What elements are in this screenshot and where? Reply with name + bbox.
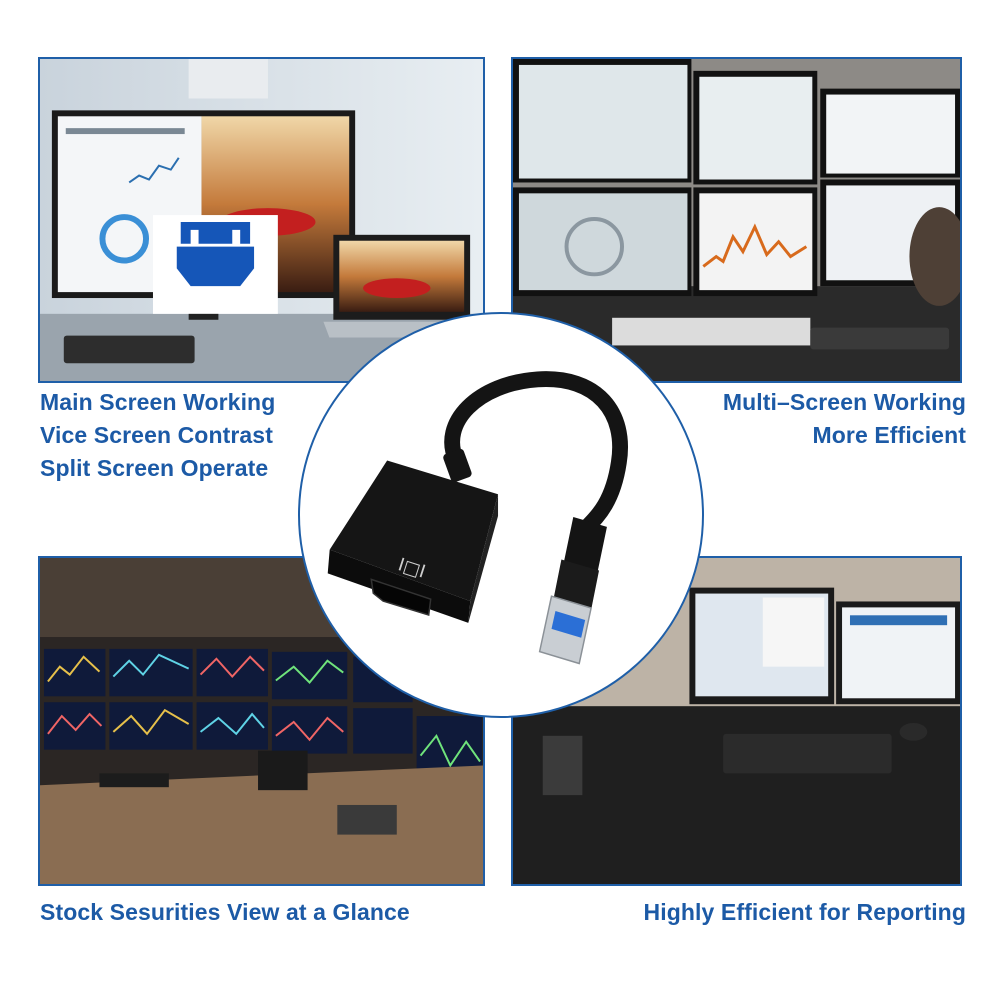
main-screen-illustration [40, 59, 483, 381]
chart-on-screen [702, 223, 808, 268]
hard-drive [542, 735, 583, 796]
usb-hdmi-adapter: I□I [327, 371, 628, 665]
adapter-body-front [327, 549, 471, 623]
product-circle: I□I [298, 312, 704, 718]
stock-chart-lines [47, 653, 481, 768]
monitor-grid [513, 59, 960, 297]
caption-main-screen-line-3: Split Screen Operate [40, 455, 269, 481]
document-window [762, 597, 825, 667]
person-arm [909, 207, 960, 306]
adapter-icon-body [176, 246, 255, 287]
laptop-car [363, 278, 431, 299]
stock-trading-illustration [40, 558, 483, 884]
wood-desk [40, 765, 483, 884]
usb-plug-housing [553, 559, 600, 611]
keyboard-tr [810, 327, 950, 350]
caption-multi-screen: Multi–Screen Working More Efficient [723, 386, 966, 452]
gauge-on-screen [564, 217, 625, 277]
adapter-body-top [329, 460, 499, 602]
desk-phone [337, 804, 397, 835]
caption-main-screen-line-1: Main Screen Working [40, 389, 276, 415]
keyboard-br [723, 733, 892, 774]
caption-main-screen-line-2: Vice Screen Contrast [40, 422, 273, 448]
doc-line-chart [128, 157, 180, 184]
photo-main-screen [38, 57, 485, 383]
caption-stock: Stock Sesurities View at a Glance [40, 899, 410, 925]
keyboard [63, 335, 195, 364]
laptop-screen [339, 240, 465, 312]
laptop-bl [258, 750, 308, 791]
trading-monitors [43, 648, 483, 805]
doc-header [65, 128, 185, 135]
black-desk [513, 706, 960, 884]
usb-strain-relief [563, 516, 607, 575]
adapter-cable [444, 371, 628, 535]
adapter-body-side [468, 494, 499, 623]
website-header [849, 615, 948, 626]
hdmi-port [370, 578, 432, 616]
caption-main-screen: Main Screen Working Vice Screen Contrast… [40, 386, 275, 485]
adapter-icon-top [180, 221, 251, 244]
usb3-blue-insert [551, 611, 586, 638]
window-blind [188, 59, 268, 99]
doc-donut-chart [99, 214, 150, 264]
keyboard-bl [99, 773, 169, 788]
photo-stock-trading [38, 556, 485, 886]
mouse [899, 722, 928, 741]
caption-multi-screen-line-2: More Efficient [812, 422, 966, 448]
cable-strain-relief-body [443, 448, 472, 483]
caption-multi-screen-line-1: Multi–Screen Working [722, 389, 966, 415]
papers-on-desk [612, 317, 811, 346]
caption-reporting: Highly Efficient for Reporting [643, 899, 966, 925]
